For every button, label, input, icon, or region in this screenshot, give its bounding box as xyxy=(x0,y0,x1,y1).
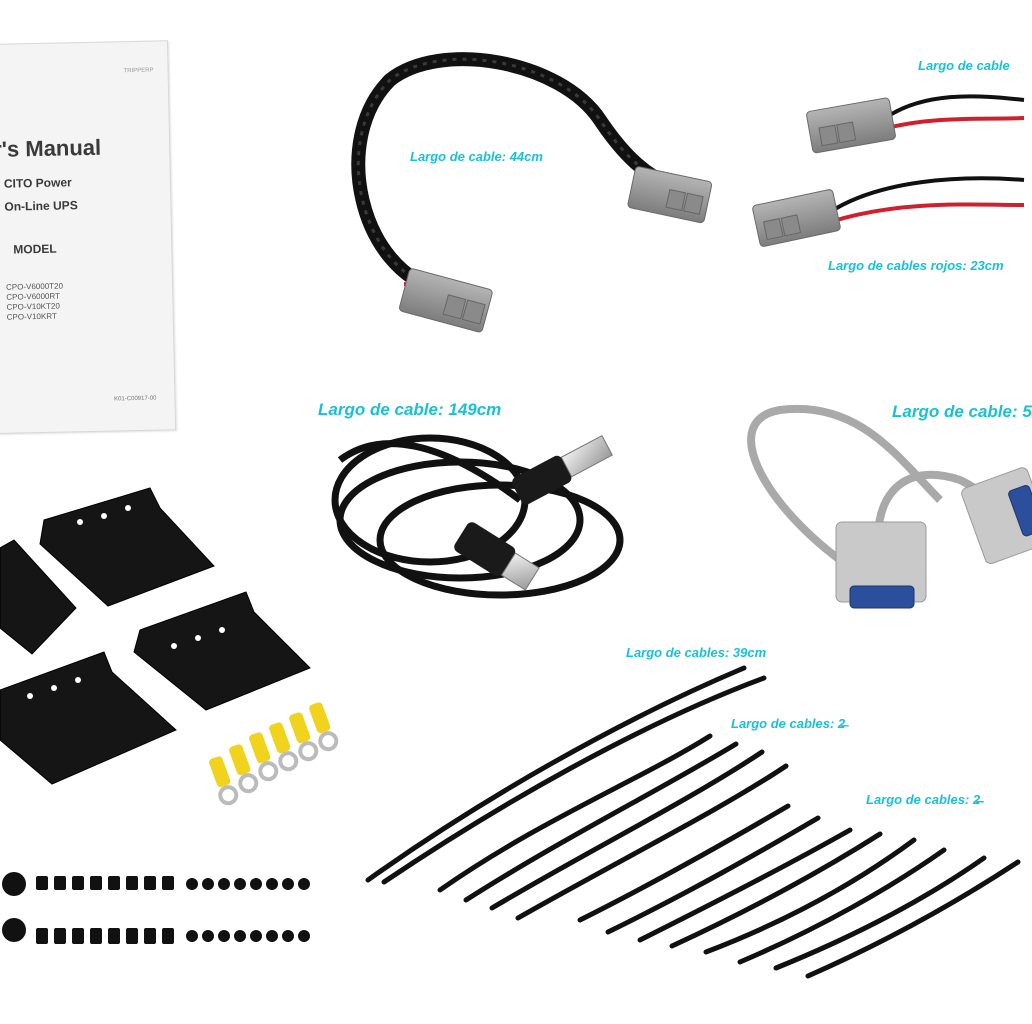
rack-brackets xyxy=(0,487,311,785)
red-battery-cables-23cm xyxy=(752,94,1025,247)
anderson-connector xyxy=(806,97,896,154)
battery-cable-44cm xyxy=(351,52,713,333)
label-cable-44: Largo de cable: 44cm xyxy=(410,149,543,164)
usb-a-plug xyxy=(512,434,613,505)
db9-female-connector xyxy=(961,467,1032,564)
anderson-connector xyxy=(752,189,841,247)
serial-cable xyxy=(747,404,1032,609)
usb-cable-149cm xyxy=(331,434,624,599)
db9-male-connector xyxy=(835,521,927,609)
thin-battery-cables xyxy=(365,665,1021,979)
ring-terminals xyxy=(209,702,339,806)
label-cable-serial: Largo de cable: 5 xyxy=(892,402,1032,421)
rack-bracket xyxy=(0,651,177,785)
label-cable-149: Largo de cable: 149cm xyxy=(318,400,502,419)
rack-bracket xyxy=(39,487,215,607)
rack-bracket xyxy=(133,591,311,711)
screw-row-2 xyxy=(2,918,310,944)
bracket-holes xyxy=(27,505,225,699)
anderson-connector xyxy=(399,268,493,333)
anderson-connector xyxy=(627,166,713,224)
label-red-cables-23: Largo de cables rojos: 23cm xyxy=(828,258,1004,273)
label-cable-top-right: Largo de cable xyxy=(918,58,1010,73)
label-cables-2x: Largo de cables: 2̶ xyxy=(731,716,846,731)
screw-row-1 xyxy=(2,872,310,896)
label-cables-39: Largo de cables: 39cm xyxy=(626,645,767,660)
usb-b-plug xyxy=(454,522,540,591)
label-cables-bottom: Largo de cables: 2̶̶ xyxy=(866,792,981,807)
screws xyxy=(2,872,310,944)
rack-bracket xyxy=(0,539,77,655)
